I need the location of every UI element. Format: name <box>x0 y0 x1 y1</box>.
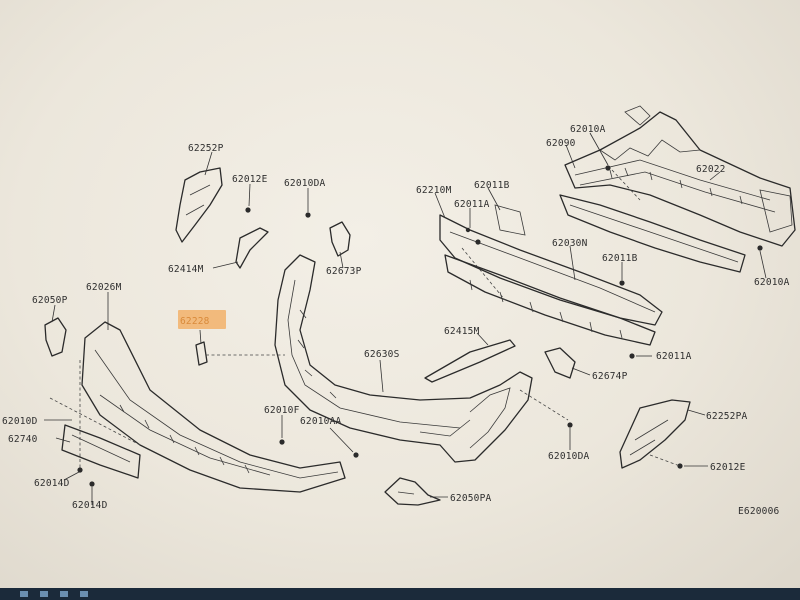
label-62252P: 62252P <box>188 143 224 154</box>
label-62415M: 62415M <box>444 326 480 337</box>
label-62014D-a: 62014D <box>34 478 70 489</box>
bracket-62228 <box>195 341 208 366</box>
label-62011B-top: 62011B <box>474 180 510 191</box>
label-62010DA-top: 62010DA <box>284 178 326 189</box>
reflector-62414M <box>235 227 269 269</box>
label-62090: 62090 <box>546 138 576 149</box>
label-62740: 62740 <box>8 434 38 445</box>
label-62674P: 62674P <box>592 371 628 382</box>
label-62010F: 62010F <box>264 405 300 416</box>
label-62022: 62022 <box>696 164 726 175</box>
label-62010AA: 62010AA <box>300 416 342 427</box>
label-62011A-top: 62011A <box>454 199 490 210</box>
label-62010DA-bot: 62010DA <box>548 451 590 462</box>
label-62010A-top: 62010A <box>570 124 606 135</box>
label-62014D-b: 62014D <box>72 500 108 511</box>
label-62011A-mid: 62011A <box>656 351 692 362</box>
taskbar-icon[interactable] <box>40 591 48 597</box>
label-62012E-top: 62012E <box>232 174 268 185</box>
label-62011B-mid: 62011B <box>602 253 638 264</box>
diagram-reference: E620006 <box>738 506 780 517</box>
label-62010A-right: 62010A <box>754 277 790 288</box>
label-62050PA: 62050PA <box>450 493 492 504</box>
bumper-fascia-62026M <box>81 321 346 493</box>
label-62673P: 62673P <box>326 266 362 277</box>
label-62010D: 62010D <box>2 416 38 427</box>
bracket-62050P <box>44 317 67 357</box>
label-62414M: 62414M <box>168 264 204 275</box>
leader-lines <box>44 132 767 505</box>
reflector-62415M <box>424 339 516 383</box>
taskbar-icon[interactable] <box>60 591 68 597</box>
side-bracket-62252PA <box>619 399 691 469</box>
energy-absorber-62090 <box>559 194 746 273</box>
bumper-fascia-62630S <box>274 254 533 463</box>
highlight-marker <box>178 310 226 329</box>
bracket-62252P <box>175 167 223 243</box>
label-62026M: 62026M <box>86 282 122 293</box>
label-62228: 62228 <box>180 316 210 327</box>
bracket-62050PA <box>384 477 441 506</box>
label-62012E-bot: 62012E <box>710 462 746 473</box>
fasteners <box>77 165 763 487</box>
lower-absorber-62030N <box>444 254 656 346</box>
taskbar-icon[interactable] <box>20 591 28 597</box>
label-62050P: 62050P <box>32 295 68 306</box>
lower-finisher-62740 <box>61 424 141 479</box>
label-62030N: 62030N <box>552 238 588 249</box>
part-labels: 62252P 62012E 62010DA 62414M 62673P 6205… <box>2 124 790 517</box>
taskbar <box>0 588 800 600</box>
bracket-62674P <box>544 347 576 379</box>
label-62252PA: 62252PA <box>706 411 748 422</box>
label-62210M: 62210M <box>416 185 452 196</box>
bracket-62673P <box>329 221 351 257</box>
label-62630S: 62630S <box>364 349 400 360</box>
taskbar-icon[interactable] <box>80 591 88 597</box>
